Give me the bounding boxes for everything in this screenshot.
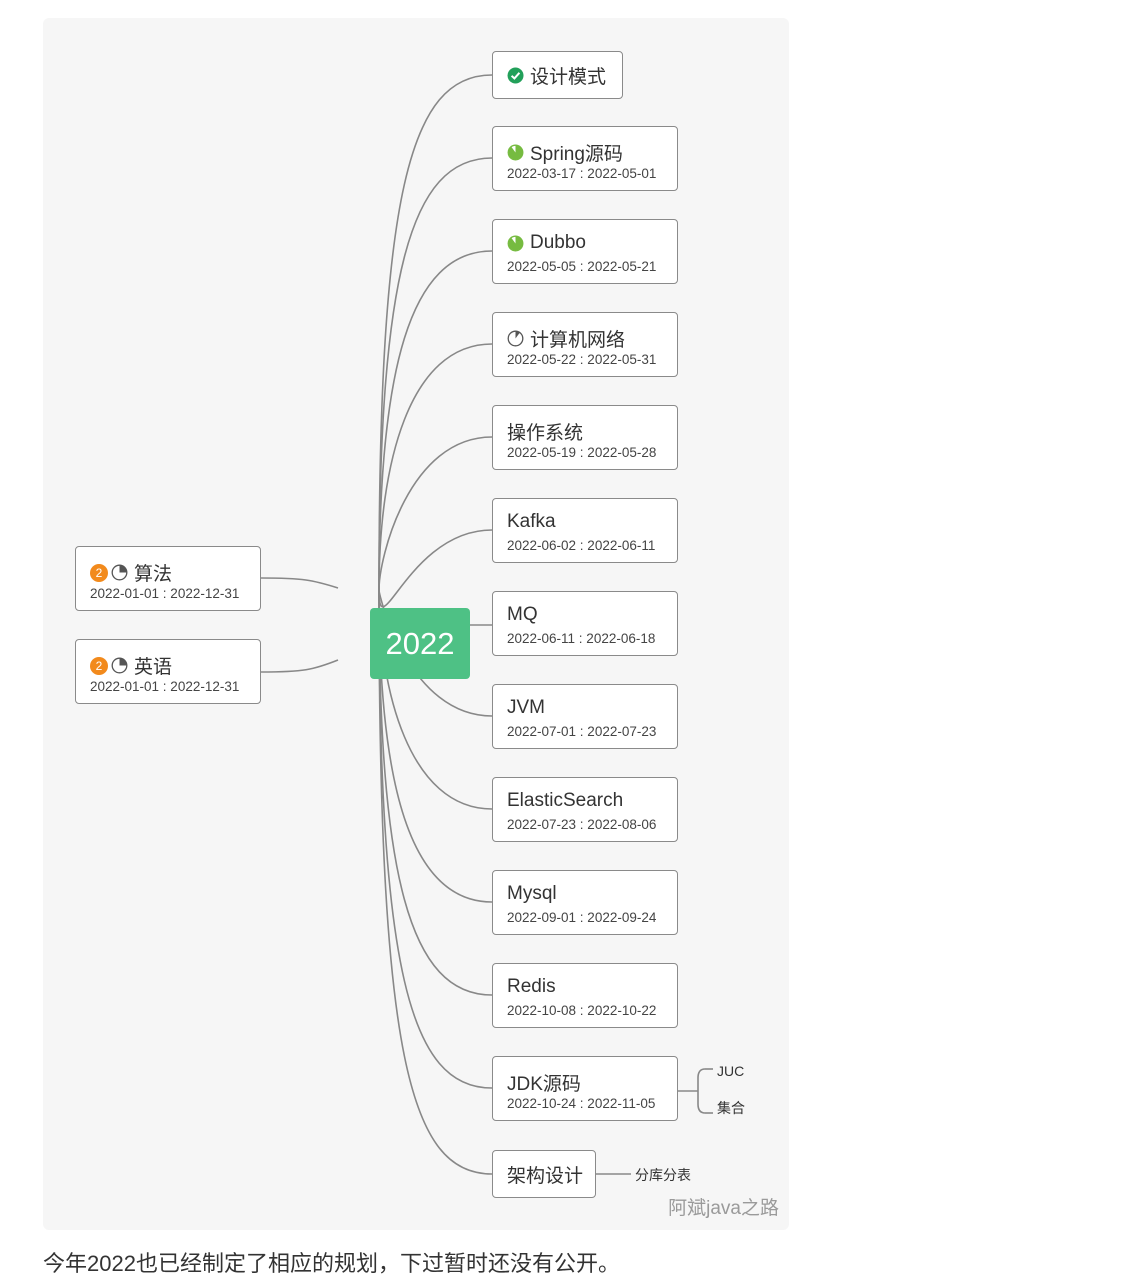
- node-title: Redis: [507, 976, 556, 997]
- node-title: 设计模式: [530, 66, 607, 88]
- link-right-1: [378, 157, 493, 591]
- node-redis[interactable]: Redis 2022-10-08 : 2022-10-22: [492, 963, 678, 1028]
- node-es[interactable]: ElasticSearch 2022-07-23 : 2022-08-06: [492, 777, 678, 842]
- link-left-1: [260, 659, 339, 673]
- caption-text: 今年2022也已经制定了相应的规划，下过暂时还没有公开。: [43, 1251, 620, 1276]
- priority-badge: 2: [90, 563, 108, 582]
- link-left-0: [260, 577, 339, 589]
- node-os[interactable]: 操作系统 2022-05-19 : 2022-05-28: [492, 405, 678, 470]
- link-right-10: [378, 589, 493, 996]
- node-title: MQ: [507, 604, 538, 625]
- node-title: 算法: [134, 564, 173, 585]
- progress-icon: [507, 144, 524, 161]
- node-mysql[interactable]: Mysql 2022-09-01 : 2022-09-24: [492, 870, 678, 935]
- node-title: JVM: [507, 697, 545, 718]
- node-english[interactable]: 2 英语 2022-01-01 : 2022-12-31: [75, 639, 261, 704]
- progress-icon: [507, 235, 524, 252]
- progress-icon: [111, 564, 128, 581]
- node-title: Dubbo: [530, 232, 586, 253]
- node-dates: 2022-05-22 : 2022-05-31: [507, 352, 657, 367]
- node-mq[interactable]: MQ 2022-06-11 : 2022-06-18: [492, 591, 678, 656]
- node-dubbo[interactable]: Dubbo 2022-05-05 : 2022-05-21: [492, 219, 678, 284]
- subtopic-juc[interactable]: JUC: [717, 1063, 745, 1079]
- node-title: JDK源码: [507, 1074, 581, 1095]
- link-right-4: [378, 436, 493, 591]
- node-jvm[interactable]: JVM 2022-07-01 : 2022-07-23: [492, 684, 678, 749]
- node-dates: 2022-10-24 : 2022-11-05: [507, 1096, 656, 1111]
- link-right-3: [378, 343, 493, 591]
- node-algo[interactable]: 2 算法 2022-01-01 : 2022-12-31: [75, 546, 261, 611]
- node-dates: 2022-03-17 : 2022-05-01: [507, 166, 657, 181]
- node-dates: 2022-05-05 : 2022-05-21: [507, 259, 657, 274]
- node-title: Mysql: [507, 883, 557, 904]
- root-label: 2022: [385, 625, 455, 661]
- node-title: 计算机网络: [530, 330, 626, 351]
- node-dates: 2022-07-01 : 2022-07-23: [507, 724, 657, 739]
- progress-icon: [507, 330, 524, 347]
- node-network[interactable]: 计算机网络 2022-05-22 : 2022-05-31: [492, 312, 678, 377]
- link-right-12: [378, 589, 493, 1175]
- subtopic-sharding[interactable]: 分库分表: [635, 1167, 691, 1183]
- node-title: ElasticSearch: [507, 790, 624, 811]
- mindmap-links: [260, 74, 713, 1175]
- node-title: Spring源码: [530, 144, 623, 165]
- link-jdk-bracket: [678, 1068, 706, 1114]
- node-dates: 2022-05-19 : 2022-05-28: [507, 445, 657, 460]
- link-right-5: [378, 529, 493, 608]
- check-icon: [507, 67, 524, 84]
- node-dates: 2022-06-02 : 2022-06-11: [507, 538, 656, 553]
- node-arch[interactable]: 架构设计: [492, 1150, 596, 1198]
- priority-badge: 2: [90, 656, 108, 675]
- root-node[interactable]: 2022: [370, 608, 470, 679]
- node-dates: 2022-10-08 : 2022-10-22: [507, 1003, 657, 1018]
- node-design[interactable]: 设计模式: [492, 51, 623, 99]
- node-jdk[interactable]: JDK源码 2022-10-24 : 2022-11-05: [492, 1056, 678, 1121]
- node-dates: 2022-01-01 : 2022-12-31: [90, 679, 240, 694]
- node-dates: 2022-07-23 : 2022-08-06: [507, 817, 657, 832]
- node-dates: 2022-06-11 : 2022-06-18: [507, 631, 656, 646]
- node-kafka[interactable]: Kafka 2022-06-02 : 2022-06-11: [492, 498, 678, 563]
- node-title: 架构设计: [507, 1165, 584, 1187]
- progress-icon: [111, 657, 128, 674]
- node-title: Kafka: [507, 511, 556, 532]
- watermark: 阿斌java之路: [668, 1198, 779, 1219]
- mindmap-canvas: 2022 2 算法 2022-01-01 : 2022-12-31 2 英语 202…: [43, 18, 789, 1230]
- subtopic-collections[interactable]: 集合: [717, 1100, 745, 1116]
- node-title: 英语: [134, 657, 173, 678]
- node-spring[interactable]: Spring源码 2022-03-17 : 2022-05-01: [492, 126, 678, 191]
- node-dates: 2022-09-01 : 2022-09-24: [507, 910, 657, 925]
- link-right-0: [378, 74, 493, 591]
- link-right-2: [378, 250, 493, 591]
- node-dates: 2022-01-01 : 2022-12-31: [90, 586, 240, 601]
- node-title: 操作系统: [507, 423, 584, 444]
